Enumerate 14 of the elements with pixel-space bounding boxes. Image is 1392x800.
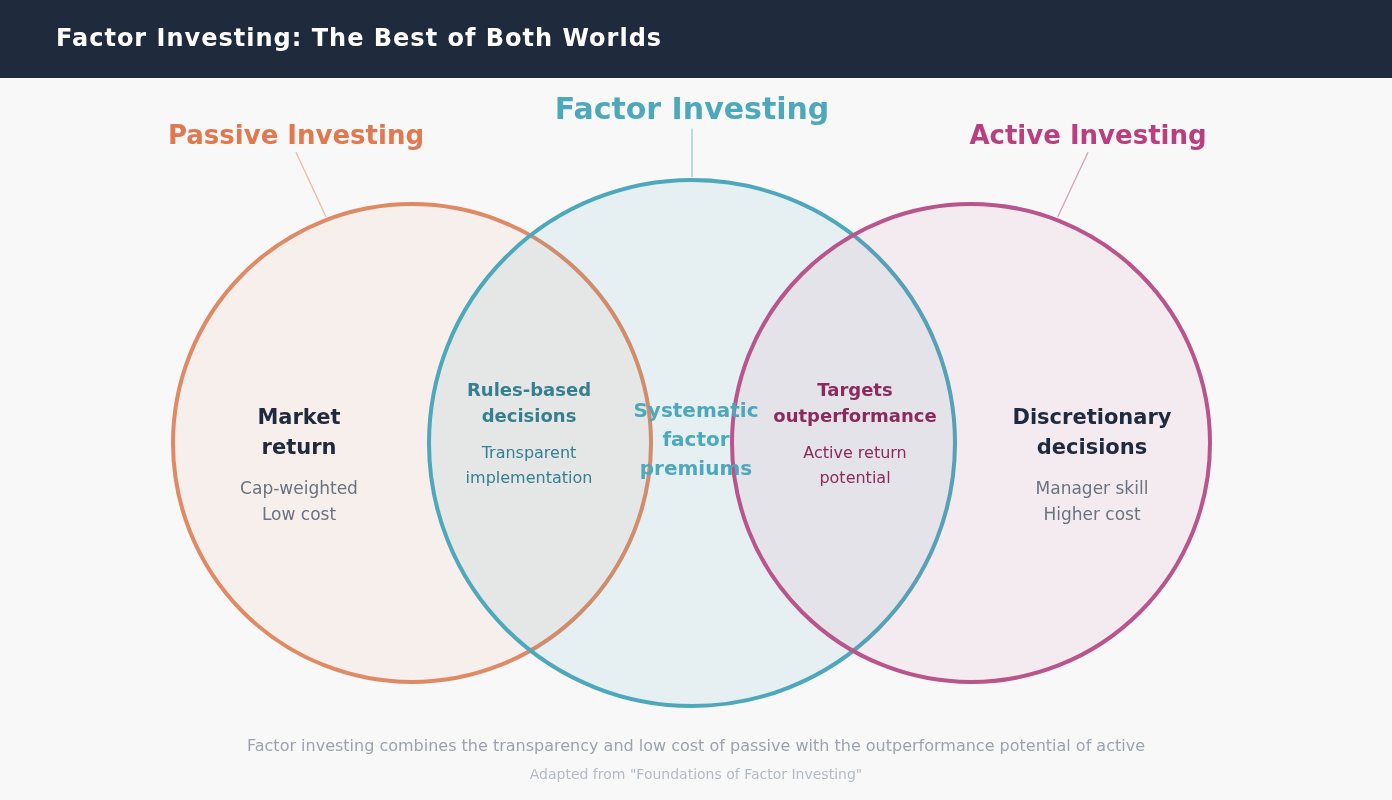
leader-line xyxy=(1057,151,1089,218)
region-note: Manager skill Higher cost xyxy=(1034,476,1150,527)
leader-line xyxy=(295,151,327,218)
region-heading: Discretionary decisions xyxy=(1011,404,1173,462)
region-note: Cap-weighted Low cost xyxy=(239,476,359,527)
region-note: Active return potential xyxy=(802,442,908,489)
region-heading: Rules-based decisions xyxy=(465,378,593,429)
region-note: Transparent implementation xyxy=(464,442,594,489)
region-heading: Market return xyxy=(256,404,342,462)
caption: Factor investing combines the transparency and low cost of passive with the outperformance potential of active xyxy=(246,736,1146,755)
page-title: Factor Investing: The Best of Both Worlds xyxy=(56,24,663,52)
leader-line xyxy=(691,127,693,178)
source-note: Adapted from "Foundations of Factor Investing" xyxy=(528,766,864,782)
region-heading: Targets outperformance xyxy=(772,378,938,429)
